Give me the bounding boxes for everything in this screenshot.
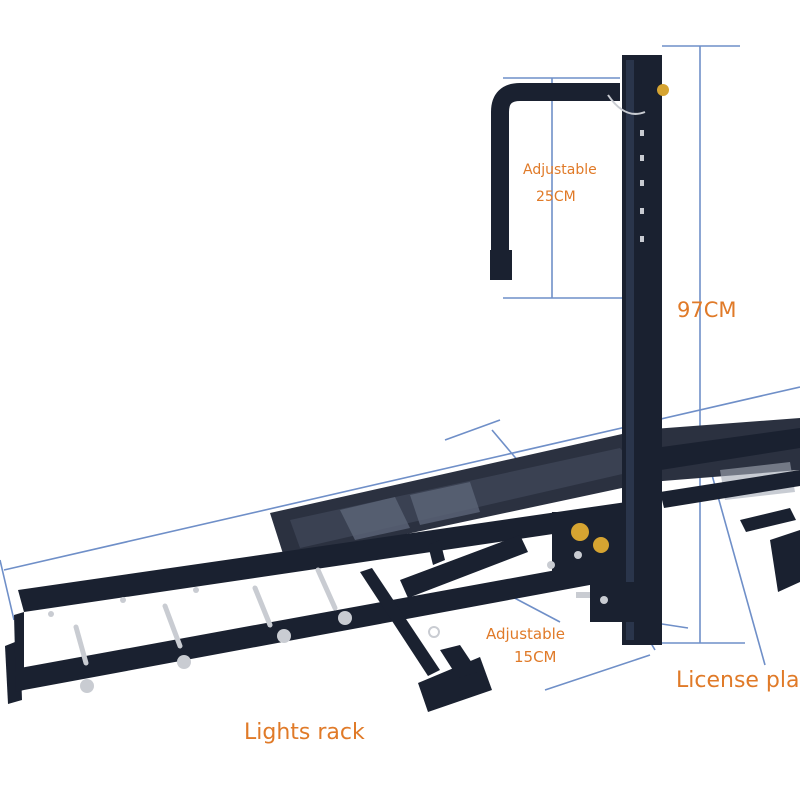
- label-adjustable-bottom: Adjustable: [486, 625, 565, 643]
- deck-slot-2: [410, 482, 480, 525]
- license-plate-arm: [740, 508, 796, 532]
- hitch-bolt-2: [547, 561, 555, 569]
- deck-slot-1: [340, 497, 410, 540]
- dimension-line-adjustable-15-b: [544, 654, 651, 691]
- hitch-receiver: [590, 582, 636, 622]
- hitch-spring: [571, 523, 589, 541]
- dimension-line-license-plate: [711, 474, 766, 666]
- vertical-mast: [622, 55, 662, 645]
- label-license-plate: License pla: [676, 668, 800, 693]
- mast-highlight: [626, 60, 634, 640]
- hitch-pin: [576, 592, 590, 598]
- right-rail: [640, 428, 800, 472]
- adjustable-arm: [490, 83, 669, 280]
- ladder-rungs: [73, 567, 338, 666]
- hitch-spring-2: [593, 537, 609, 553]
- ladder-rail-top: [18, 500, 648, 612]
- license-plate-bracket: [740, 508, 800, 592]
- dimension-line-length: [3, 386, 800, 571]
- hitch-mechanism: [547, 512, 636, 622]
- ladder-bolts: [48, 587, 352, 693]
- right-rail-lower: [660, 470, 800, 508]
- brace-link: [428, 540, 445, 565]
- hitch-bolt: [574, 551, 582, 559]
- label-lights-rack: Lights rack: [244, 720, 365, 745]
- label-adjustable-top-value: 25CM: [536, 189, 576, 205]
- label-adjustable-bottom-value: 15CM: [514, 648, 557, 666]
- ladder-rail-bottom: [20, 562, 606, 690]
- lights-rack-arm: [360, 568, 440, 676]
- license-plate-holder: [770, 530, 800, 592]
- dimension-tick-length-left: [0, 559, 15, 621]
- ladder-end-post: [14, 612, 24, 692]
- mast-holes: [640, 130, 644, 242]
- label-height: 97CM: [677, 298, 737, 322]
- arm-wire-clip: [607, 94, 646, 115]
- lights-rack-bracket: [440, 645, 478, 678]
- label-adjustable-top: Adjustable: [523, 162, 597, 178]
- hitch-receiver-bolt: [600, 596, 608, 604]
- support-brace: [400, 535, 528, 598]
- dimension-tick-length-mid: [444, 419, 501, 441]
- arm-lock-pin: [657, 84, 669, 96]
- ladder-arm: [5, 500, 648, 704]
- hitch-block: [552, 512, 622, 582]
- arm-end-cap: [490, 250, 512, 280]
- lights-rack-bolt: [428, 626, 440, 638]
- arm-hook: [491, 83, 620, 280]
